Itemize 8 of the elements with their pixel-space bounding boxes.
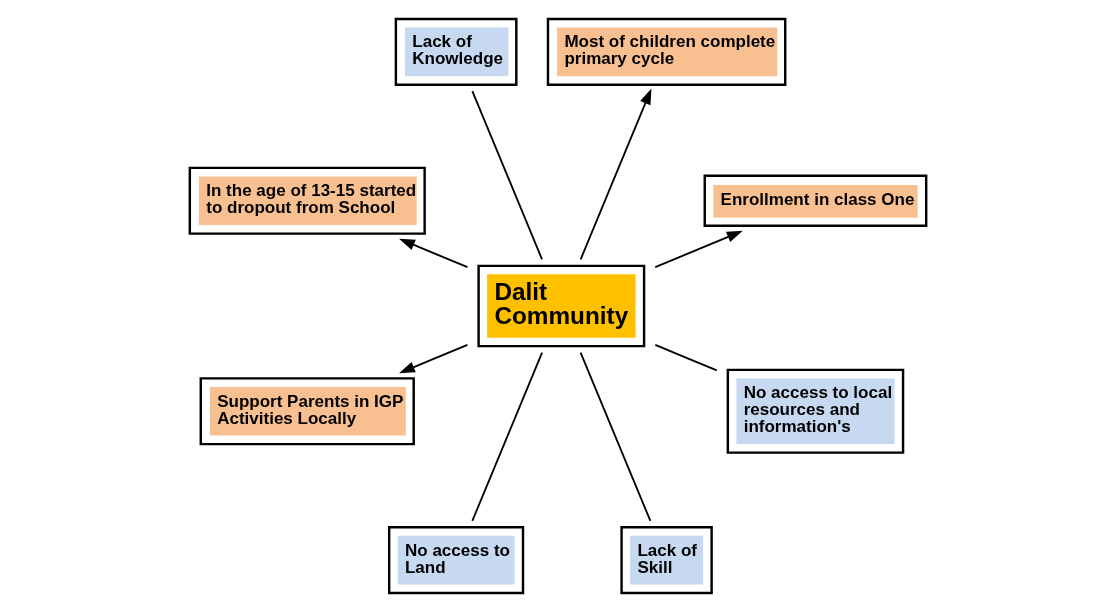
connector — [653, 344, 718, 372]
arrow — [398, 344, 468, 374]
connector — [470, 351, 543, 522]
arrow — [398, 238, 468, 268]
arrow — [653, 230, 743, 268]
connector — [470, 90, 543, 261]
connector — [579, 351, 651, 522]
arrow — [579, 88, 651, 261]
